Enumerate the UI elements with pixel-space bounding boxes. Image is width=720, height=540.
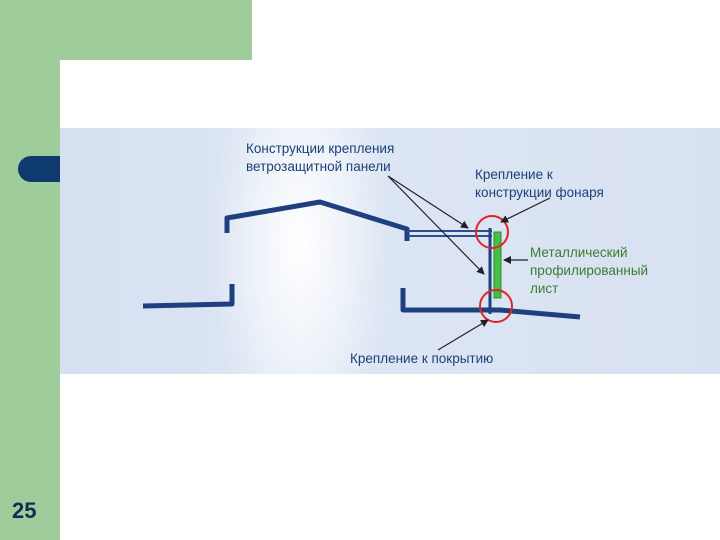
content-corner: [60, 60, 120, 120]
arrow-panel-to-post: [387, 175, 485, 275]
lantern-mount-circle: [475, 215, 509, 249]
slide-number: 25: [12, 498, 37, 523]
top-green-bar: [60, 0, 252, 60]
label-profiled-sheet: Металлический профилированный лист: [530, 245, 649, 296]
arrow-lantern-mount: [500, 197, 551, 223]
roof-outline: [224, 199, 410, 241]
roof-covering: [400, 288, 581, 320]
label-panel-mount: Конструкции крепления ветрозащитной пане…: [246, 141, 395, 174]
arrow-roof-mount: [437, 319, 489, 351]
roof-mount-circle: [479, 289, 513, 323]
label-roof-mount: Крепление к покрытию: [350, 351, 494, 366]
left-green-bar: [0, 0, 60, 540]
left-ledge: [142, 284, 235, 309]
roof-diagram: Конструкции крепления ветрозащитной пане…: [60, 128, 720, 374]
roof-diagram-svg: [142, 175, 581, 351]
label-lantern-mount: Крепление к конструкции фонаря: [475, 167, 604, 200]
arrow-panel-to-bar: [387, 175, 469, 229]
profiled-sheet: [493, 231, 502, 299]
slide-tab-marker: [18, 156, 64, 182]
